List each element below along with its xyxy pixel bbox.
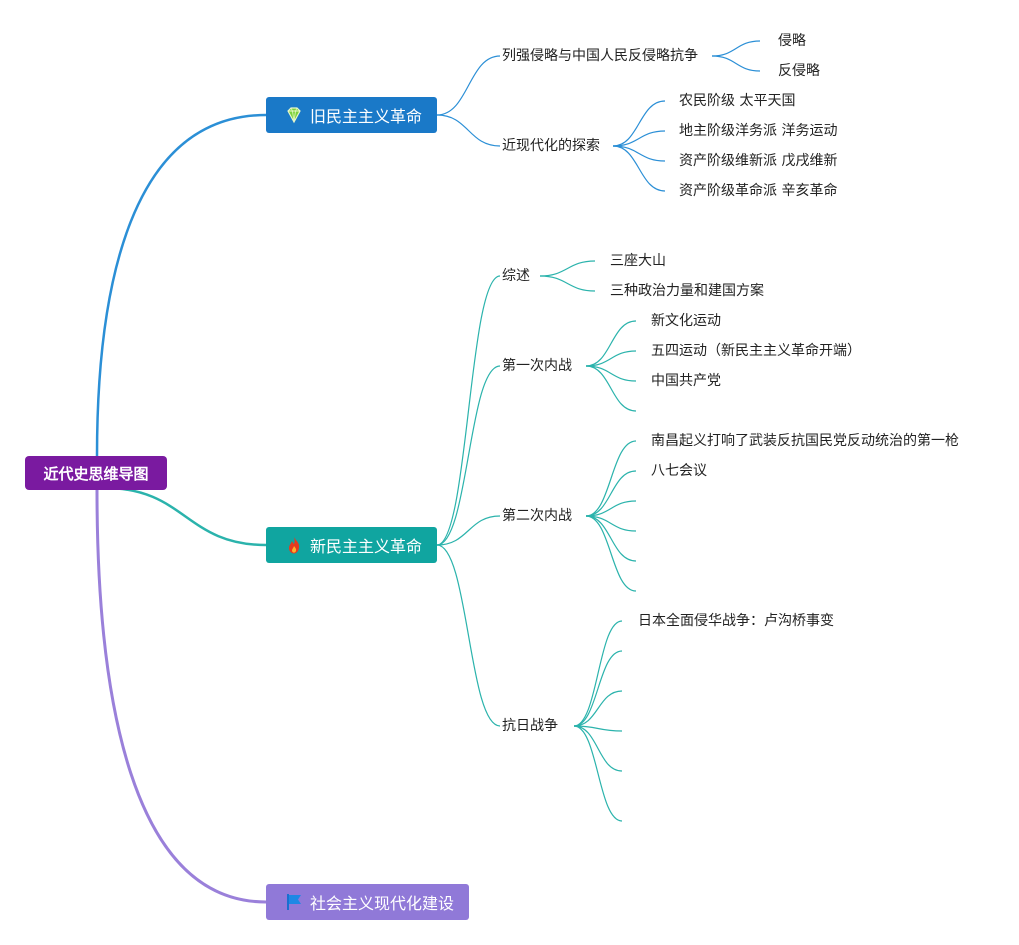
branch-old-democratic-revolution[interactable]: 旧民主主义革命 <box>266 97 437 133</box>
branch-new-democratic-revolution[interactable]: 新民主主义革命 <box>266 527 437 563</box>
link-b1c0-l1 <box>711 55 761 72</box>
leaf-three-mountains[interactable]: 三座大山 <box>610 253 666 269</box>
fire-icon <box>284 535 304 555</box>
link-b2c3-l1 <box>573 650 623 727</box>
link-b1c1-l0 <box>612 100 666 147</box>
link-b1c1-l3 <box>612 145 666 192</box>
leaf-three-political-forces[interactable]: 三种政治力量和建国方案 <box>610 283 764 299</box>
leaf-may-fourth-movement[interactable]: 五四运动（新民主主义革命开端） <box>651 343 861 359</box>
link-b2c3-l0 <box>573 620 623 727</box>
branch-label: 旧民主主义革命 <box>310 107 423 126</box>
leaf-peasant-class[interactable]: 农民阶级 太平天国 <box>679 93 796 109</box>
leaf-anti-aggression[interactable]: 反侵略 <box>778 63 820 79</box>
branch-label: 新民主主义革命 <box>310 537 423 556</box>
leaf-landlord-class[interactable]: 地主阶级洋务派 洋务运动 <box>679 123 838 139</box>
link-b2c3-l2 <box>573 690 623 727</box>
leaf-august-seventh-meeting[interactable]: 八七会议 <box>651 463 707 479</box>
diamond-icon <box>284 105 304 125</box>
leaf-chinese-communist-party[interactable]: 中国共产党 <box>651 373 721 389</box>
flag-icon <box>284 892 304 912</box>
link-b2c2-l3 <box>585 515 637 532</box>
link-b2c2-l0 <box>585 440 637 517</box>
link-b2c0-l1 <box>539 275 596 292</box>
link-b2-c3 <box>436 544 501 727</box>
link-b2-c1 <box>436 365 501 546</box>
topic-second-civil-war[interactable]: 第二次内战 <box>502 508 572 524</box>
leaf-bourgeois-reformists[interactable]: 资产阶级维新派 戊戌维新 <box>679 153 838 169</box>
branch-label: 社会主义现代化建设 <box>310 894 455 913</box>
topic-modernization-exploration[interactable]: 近现代化的探索 <box>502 138 600 154</box>
leaf-bourgeois-revolutionaries[interactable]: 资产阶级革命派 辛亥革命 <box>679 183 838 199</box>
root-node[interactable]: 近代史思维导图 <box>25 456 167 490</box>
topic-foreign-aggression[interactable]: 列强侵略与中国人民反侵略抗争 <box>502 48 698 64</box>
branch-socialist-modernization[interactable]: 社会主义现代化建设 <box>266 884 469 920</box>
link-b1-c0 <box>436 55 501 116</box>
link-b2c3-l5 <box>573 725 623 822</box>
leaf-nanchang-uprising[interactable]: 南昌起义打响了武装反抗国民党反动统治的第一枪 <box>651 433 959 449</box>
link-root-branch1 <box>95 113 267 457</box>
link-root-branch3 <box>95 489 267 904</box>
link-b2c1-l3 <box>585 365 637 412</box>
topic-first-civil-war[interactable]: 第一次内战 <box>502 358 572 374</box>
link-b1-c1 <box>436 114 501 147</box>
link-b2c2-l5 <box>585 515 637 592</box>
link-b2c1-l1 <box>585 350 637 367</box>
link-b2-c2 <box>436 515 501 546</box>
link-b2c0-l0 <box>539 260 596 277</box>
link-b2c2-l1 <box>585 470 637 517</box>
link-root-branch2 <box>104 486 267 547</box>
link-b1c1-l1 <box>612 130 666 147</box>
link-b2c3-l4 <box>573 725 623 772</box>
link-b2c2-l2 <box>585 500 637 517</box>
leaf-aggression[interactable]: 侵略 <box>778 33 806 49</box>
link-b2c1-l0 <box>585 320 637 367</box>
link-b2-c0 <box>436 275 501 546</box>
topic-anti-japanese-war[interactable]: 抗日战争 <box>502 718 558 734</box>
link-b2c1-l2 <box>585 365 637 382</box>
link-b1c0-l0 <box>711 40 761 57</box>
leaf-new-culture-movement[interactable]: 新文化运动 <box>651 313 721 329</box>
link-b2c3-l3 <box>573 725 623 732</box>
topic-overview[interactable]: 综述 <box>502 268 530 284</box>
link-b2c2-l4 <box>585 515 637 562</box>
link-b1c1-l2 <box>612 145 666 162</box>
leaf-marco-polo-bridge-incident[interactable]: 日本全面侵华战争：卢沟桥事变 <box>638 613 834 629</box>
